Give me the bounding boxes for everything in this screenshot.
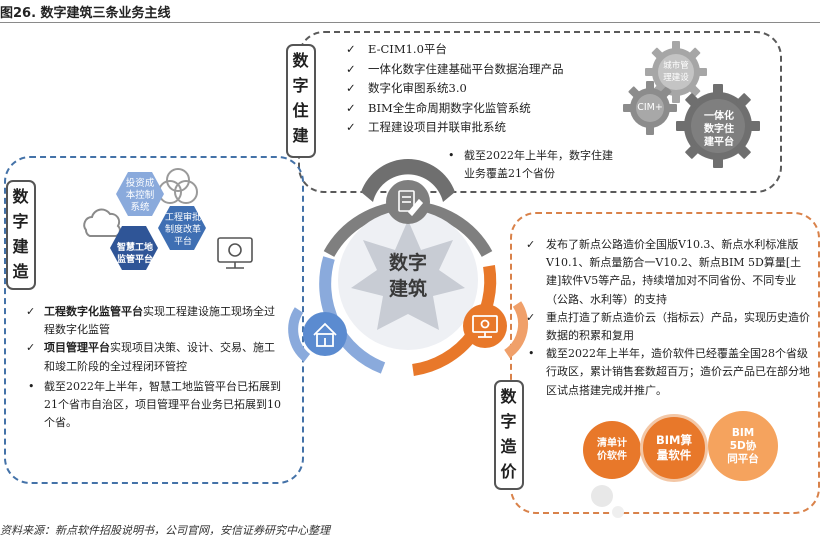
- gear-label-platform: 一体化数字住建平台: [704, 111, 734, 148]
- digital-construction-panel: [4, 156, 304, 484]
- digital-construction-label: 数 字 建 造: [6, 180, 36, 290]
- list-item: ✓BIM全生命周期数字化监管系统: [346, 100, 531, 115]
- digital-cost-label: 数 字 造 价: [494, 380, 524, 490]
- gear-label-cim: CIM+: [637, 102, 663, 113]
- gears-illustration: [623, 41, 760, 168]
- hex-label-cost: 投资成本控制系统: [125, 178, 155, 213]
- list-item: ✓工程数字化监管平台实现工程建设施工现场全过程数字化监管: [26, 305, 275, 337]
- hexagon-cluster-illustration: [83, 168, 253, 270]
- central-hub-diagram: [288, 159, 529, 376]
- list-item: ✓一体化数字住建基础平台数据治理产品: [346, 61, 564, 76]
- bullet-dot-icon: •: [448, 149, 455, 162]
- check-icon: ✓: [26, 305, 36, 318]
- digital-housing-label: 数 字 住 建: [286, 44, 316, 158]
- list-item: ✓工程建设项目并联审批系统: [346, 120, 506, 134]
- list-item: •截至2022年上半年，智慧工地监管平台已拓展到21个省市自治区，项目管理平台业…: [28, 379, 281, 430]
- digital-housing-note: •截至2022年上半年，数字住建 业务覆盖21个省份: [448, 149, 613, 180]
- list-item: ✓重点打造了新点造价云（指标云）产品，实现历史造价数据的积累和复用: [526, 310, 810, 343]
- list-item: ✓E-CIM1.0平台: [346, 42, 447, 56]
- circle-bill-pricing: 清单计价软件: [583, 421, 641, 479]
- list-item: •截至2022年上半年，造价软件已经覆盖全国28个省级行政区，累计销售套数超百万…: [528, 347, 810, 397]
- check-icon: ✓: [526, 238, 536, 251]
- hex-label-approval: 工程审批制度改革平台: [164, 213, 201, 247]
- hub-title: 数字 建筑: [388, 252, 427, 300]
- check-icon: ✓: [26, 341, 36, 355]
- check-icon: ✓: [526, 310, 536, 324]
- home-icon: [313, 322, 337, 347]
- monitor-icon: [472, 315, 498, 338]
- bullet-dot-icon: •: [28, 379, 35, 393]
- gear-label-city: 城市管理建设: [663, 61, 689, 83]
- decorative-dots: [591, 485, 624, 518]
- digital-housing-list: ✓E-CIM1.0平台 ✓一体化数字住建基础平台数据治理产品 ✓数字化审图系统3…: [344, 40, 564, 138]
- circle-bim-quantity: BIM算量软件: [640, 414, 708, 482]
- digital-cost-list: ✓发布了新点公路造价全国版V10.3、新点水利标准版V10.1、新点量筋合一V1…: [524, 236, 810, 400]
- hex-label-site: 智慧工地监管平台: [116, 243, 153, 265]
- list-item: ✓发布了新点公路造价全国版V10.3、新点水利标准版V10.1、新点量筋合一V1…: [526, 238, 802, 306]
- figure-source: 资料来源：新点软件招股说明书，公司官网，安信证券研究中心整理: [0, 524, 330, 537]
- figure-title: 图26. 数字建筑三条业务主线: [0, 6, 171, 21]
- digital-construction-list: ✓工程数字化监管平台实现工程建设施工现场全过程数字化监管 ✓项目管理平台实现项目…: [24, 303, 282, 432]
- bullet-dot-icon: •: [528, 347, 535, 361]
- title-divider: [0, 22, 820, 23]
- digital-cost-panel: [510, 212, 820, 514]
- document-edit-icon: [398, 190, 424, 217]
- list-item: ✓项目管理平台实现项目决策、设计、交易、施工和竣工阶段的全过程闭环管控: [26, 341, 275, 373]
- list-item: ✓数字化审图系统3.0: [346, 81, 467, 95]
